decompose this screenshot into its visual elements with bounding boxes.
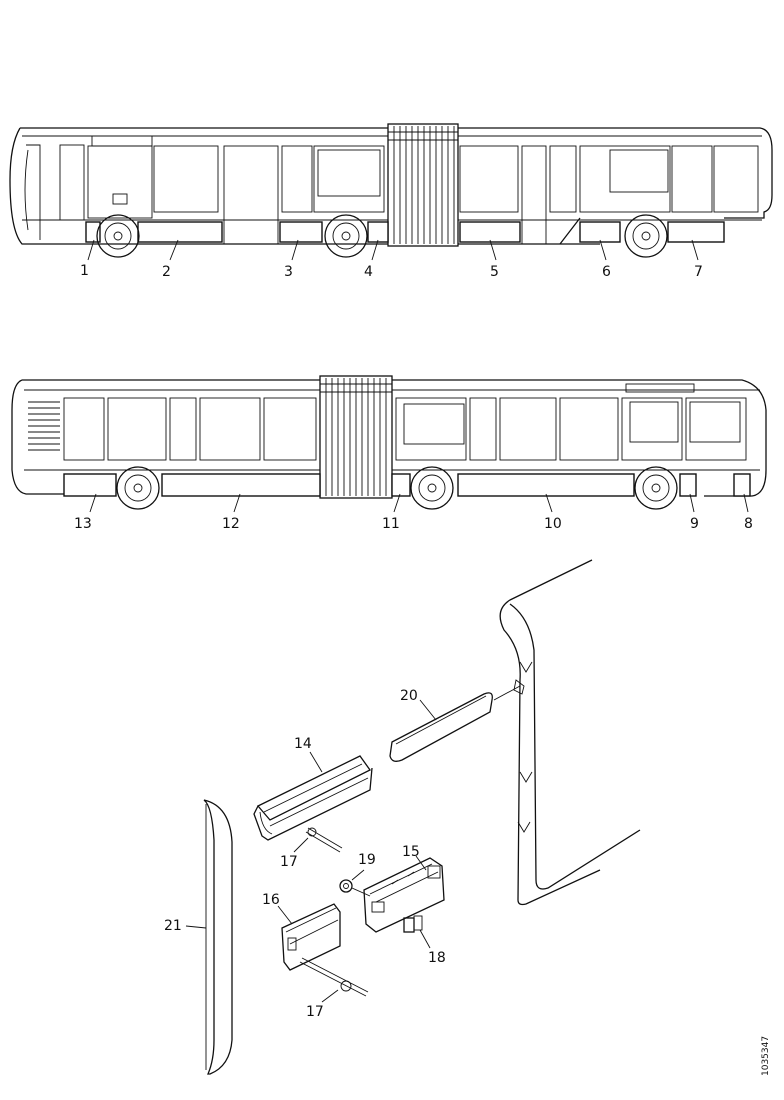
trim-strip-21: 21	[164, 799, 233, 1075]
callout-10: 10	[544, 516, 562, 532]
callout-3: 3	[284, 264, 293, 280]
wheel	[634, 466, 678, 510]
bus-right-side-view	[9, 123, 773, 258]
document-id: 1035347	[761, 1036, 771, 1076]
bus-left-side-view	[11, 375, 767, 510]
callout-6: 6	[602, 264, 611, 280]
callout-1: 1	[80, 263, 89, 279]
skirt-panel-7	[667, 221, 725, 243]
wheel	[324, 214, 368, 258]
callout-21: 21	[164, 918, 182, 934]
skirt-panel-11	[391, 473, 411, 497]
skirt-panel-8	[733, 473, 751, 497]
articulation-bellows	[387, 123, 459, 247]
callout-4: 4	[364, 264, 373, 280]
wheel	[410, 466, 454, 510]
wheel	[624, 214, 668, 258]
wheel	[96, 214, 140, 258]
articulation-bellows	[319, 375, 393, 499]
skirt-panel-6	[579, 221, 621, 243]
callout-19: 19	[358, 852, 376, 868]
callout-9: 9	[690, 516, 699, 532]
body-pillar-section	[499, 559, 641, 906]
bracket-16: 16	[262, 892, 341, 971]
callout-17-upper: 17	[280, 854, 298, 870]
clip-18: 18	[403, 915, 446, 966]
wheel	[116, 466, 160, 510]
callouts-bottom: 13 12 11 10 9 8	[74, 493, 753, 532]
skirt-panel-13	[63, 473, 117, 497]
skirt-panel-4	[367, 221, 389, 243]
skirt-panel-2	[137, 221, 223, 243]
callout-16: 16	[262, 892, 280, 908]
skirt-panel-10	[457, 473, 635, 497]
callout-14: 14	[294, 736, 312, 752]
callout-13: 13	[74, 516, 92, 532]
callout-17-lower: 17	[306, 1004, 324, 1020]
callout-18: 18	[428, 950, 446, 966]
skirt-panel-12	[161, 473, 321, 497]
screw-17-upper: 17	[280, 827, 343, 870]
skirt-panel-3	[279, 221, 323, 243]
callouts-top: 1 2 3 4 5 6 7	[80, 239, 703, 280]
skirt-panel-9	[679, 473, 697, 497]
callout-20: 20	[400, 688, 418, 704]
bracket-14: 14	[253, 736, 373, 841]
screw-17-lower: 17	[299, 957, 369, 1020]
callout-7: 7	[694, 264, 703, 280]
callout-8: 8	[744, 516, 753, 532]
skirt-panel-5	[459, 221, 521, 243]
bracket-15: 15	[363, 844, 445, 933]
trim-strip-20: 20	[389, 685, 521, 762]
callout-15: 15	[402, 844, 420, 860]
callout-2: 2	[162, 264, 171, 280]
callout-5: 5	[490, 264, 499, 280]
callout-12: 12	[222, 516, 240, 532]
rear-grille	[28, 401, 60, 451]
callout-11: 11	[382, 516, 400, 532]
washer-19: 19	[339, 852, 376, 897]
